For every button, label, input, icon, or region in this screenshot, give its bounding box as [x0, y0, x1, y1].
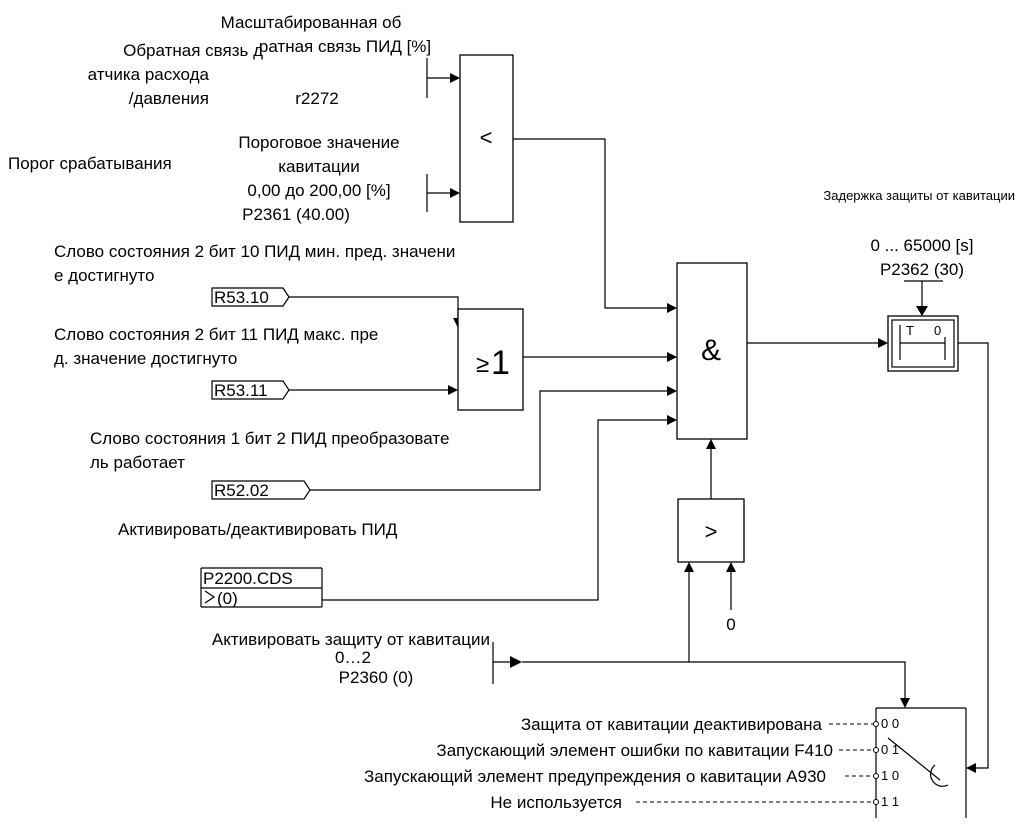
svg-text:Защита от кавитации деактивиро: Защита от кавитации деактивирована [521, 715, 823, 734]
and-gate-symbol: & [701, 334, 721, 367]
selector-option-1: Запускающий элемент ошибки по кавитации … [436, 741, 899, 760]
svg-text:Слово состояния 1 бит 2 ПИД пр: Слово состояния 1 бит 2 ПИД преобразоват… [90, 429, 449, 448]
svg-text:1 0: 1 0 [881, 768, 899, 783]
pid-enable-to-and-wire [322, 415, 677, 601]
svg-text:ль работает: ль работает [90, 453, 185, 472]
selector-option-0: Защита от кавитации деактивирована 0 0 [521, 715, 899, 734]
svg-text:R53.10: R53.10 [214, 288, 269, 307]
selector-option-2: Запускающий элемент предупреждения о кав… [364, 767, 899, 786]
zero-constant-wire [726, 562, 736, 610]
status-run-label: Слово состояния 1 бит 2 ПИД преобразоват… [90, 429, 449, 472]
and-gate [676, 262, 748, 440]
protection-enable-label: Активировать защиту от кавитации 0…2 P23… [212, 630, 490, 687]
svg-text:е достигнуто: е достигнуто [54, 266, 154, 285]
svg-text:/давления: /давления [129, 89, 209, 108]
svg-text:1 1: 1 1 [881, 794, 899, 809]
delay-param-wire [904, 280, 943, 316]
svg-text:0…2: 0…2 [335, 648, 371, 667]
status-max-connector: R53.11 [211, 380, 290, 400]
svg-text:Активировать защиту от кавитац: Активировать защиту от кавитации [212, 630, 490, 649]
pid-enable-param: P2200.CDS [203, 569, 293, 588]
svg-text:ратная связь ПИД [%]: ратная связь ПИД [%] [259, 37, 431, 56]
scaled-feedback-label: Масштабированная об ратная связь ПИД [%]… [221, 13, 432, 108]
svg-text:R53.11: R53.11 [214, 381, 268, 400]
timer-t-label: T [906, 323, 914, 338]
compare-constant: 0 [726, 615, 735, 634]
status-min-label: Слово состояния 2 бит 10 ПИД мин. пред. … [54, 242, 455, 285]
protection-to-greater-wire [684, 562, 694, 662]
or-gate-number: 1 [491, 344, 510, 382]
status-min-connector: R53.10 [211, 287, 290, 307]
less-than-symbol: < [480, 125, 493, 150]
status-min-wire [289, 296, 463, 328]
comparator-to-and-wire [513, 138, 677, 313]
svg-text:Пороговое значение: Пороговое значение [238, 133, 399, 152]
timer-zero-label: 0 [934, 323, 941, 338]
delay-range: 0 ... 65000 [s] [870, 236, 973, 255]
svg-text:Слово состояния 2 бит 11 ПИД м: Слово состояния 2 бит 11 ПИД макс. пре [54, 325, 378, 344]
svg-text:атчика расхода: атчика расхода [88, 65, 210, 84]
greater-than-symbol: > [705, 519, 718, 544]
or-gate-symbol: ≥ [476, 351, 489, 378]
delay-title: Задержка защиты от кавитации [823, 188, 1015, 203]
selector-option-3: Не используется 1 1 [490, 793, 899, 812]
and-to-timer-wire [747, 338, 888, 348]
svg-text:P2360 (0): P2360 (0) [339, 668, 414, 687]
delay-param: P2362 (30) [880, 260, 964, 279]
status-run-connector: R52.02 [211, 480, 311, 500]
scaled-feedback-param: r2272 [295, 89, 338, 108]
threshold-input-arrow [426, 174, 460, 212]
or-gate [457, 308, 524, 411]
greater-than-comparator [677, 498, 745, 563]
feedback-label: Обратная связь д атчика расхода /давлени… [88, 41, 263, 108]
less-than-comparator [459, 54, 514, 223]
run-to-and-wire [310, 386, 677, 491]
svg-text:Не используется: Не используется [490, 793, 622, 812]
svg-text:0 1: 0 1 [881, 742, 899, 757]
pid-enable-connector: P2200.CDS (0) [200, 567, 323, 608]
svg-text:Обратная связь д: Обратная связь д [123, 41, 263, 60]
or-to-and-wire [523, 352, 677, 362]
status-max-label: Слово состояния 2 бит 11 ПИД макс. пре д… [54, 325, 378, 368]
svg-text:д. значение достигнуто: д. значение достигнуто [54, 349, 237, 368]
timer-to-selector-wire [958, 342, 989, 773]
svg-text:Запускающий элемент предупрежд: Запускающий элемент предупреждения о кав… [364, 767, 826, 786]
greater-to-and-wire [706, 439, 716, 499]
status-max-wire [289, 385, 458, 395]
pid-enable-default: (0) [217, 589, 238, 608]
svg-text:R52.02: R52.02 [214, 481, 269, 500]
svg-text:Запускающий элемент ошибки по: Запускающий элемент ошибки по кавитации … [436, 741, 833, 760]
protection-enable-wire [492, 642, 910, 708]
svg-text:кавитации: кавитации [278, 157, 360, 176]
svg-text:0 0: 0 0 [881, 716, 899, 731]
svg-text:P2361 (40.00): P2361 (40.00) [242, 205, 350, 224]
svg-text:Масштабированная об: Масштабированная об [221, 13, 402, 32]
threshold-label: Порог срабатывания [8, 154, 172, 173]
svg-text:0,00 до 200,00 [%]: 0,00 до 200,00 [%] [247, 181, 390, 200]
threshold-value-label: Пороговое значение кавитации 0,00 до 200… [238, 133, 399, 224]
delay-timer: T 0 [887, 315, 959, 372]
pid-enable-label: Активировать/деактивировать ПИД [118, 520, 398, 539]
svg-text:Слово состояния 2 бит 10 ПИД м: Слово состояния 2 бит 10 ПИД мин. пред. … [54, 242, 455, 261]
scaled-feedback-input-arrow [426, 58, 460, 98]
